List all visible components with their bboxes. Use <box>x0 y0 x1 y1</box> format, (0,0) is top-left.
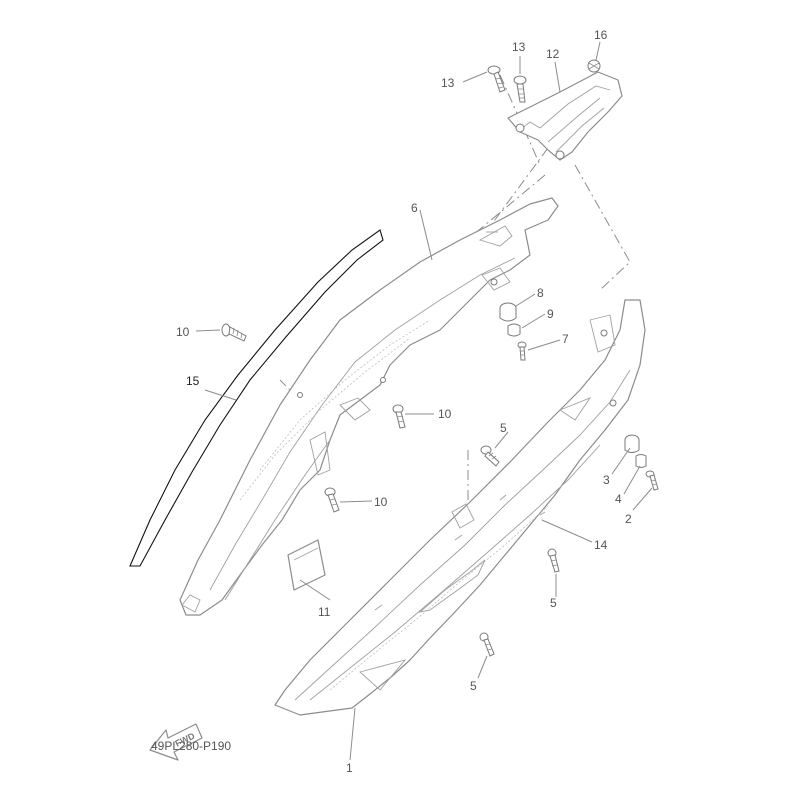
label-part-4: 4 <box>615 492 622 506</box>
collar-9[interactable] <box>507 323 521 337</box>
side-cover-part[interactable] <box>274 299 646 716</box>
inner-cover-part[interactable] <box>179 197 559 616</box>
forward-arrow-icon: FWD <box>149 723 203 761</box>
screw-10-upper-left[interactable] <box>221 323 247 342</box>
drawing-code: 49PL280-P190 <box>151 739 232 753</box>
screw-10-lower[interactable] <box>324 487 340 513</box>
label-part-15: 15 <box>186 374 200 388</box>
clip-nut-part[interactable] <box>587 59 601 73</box>
label-part-12: 12 <box>546 47 560 61</box>
screw-13-right[interactable] <box>513 75 527 103</box>
label-part-10-middle: 10 <box>438 407 452 421</box>
label-part-1: 1 <box>346 761 353 775</box>
screw-2[interactable] <box>645 470 659 491</box>
rear-bracket-part[interactable] <box>507 71 623 161</box>
collar-4[interactable] <box>635 454 647 468</box>
screw-5-upper[interactable] <box>480 445 500 467</box>
decal-stripe-part[interactable] <box>129 229 384 567</box>
label-part-5-lower: 5 <box>470 679 477 693</box>
label-part-3: 3 <box>603 473 610 487</box>
grommet-8[interactable] <box>499 302 517 322</box>
grommet-3[interactable] <box>624 434 640 453</box>
screw-5-lower[interactable] <box>479 632 495 657</box>
label-part-10-left: 10 <box>176 325 190 339</box>
label-part-5-upper: 5 <box>500 421 507 435</box>
screw-7[interactable] <box>517 341 527 361</box>
label-part-2: 2 <box>625 512 632 526</box>
leader-lines <box>195 41 653 761</box>
label-part-9: 9 <box>547 307 554 321</box>
label-part-13-top: 13 <box>512 40 526 54</box>
screw-10-middle[interactable] <box>392 404 406 429</box>
damper-pad-part[interactable] <box>287 539 326 591</box>
label-part-16: 16 <box>594 28 608 42</box>
label-part-6: 6 <box>411 201 418 215</box>
label-part-14: 14 <box>594 538 608 552</box>
label-part-5-right: 5 <box>550 596 557 610</box>
label-part-10-lower: 10 <box>374 495 388 509</box>
label-part-8: 8 <box>537 286 544 300</box>
part-labels: 16 13 13 12 6 8 9 7 10 15 10 10 11 5 3 4… <box>176 28 632 775</box>
label-part-13-left: 13 <box>441 76 455 90</box>
screw-5-right[interactable] <box>547 548 560 573</box>
label-part-7: 7 <box>562 332 569 346</box>
label-part-11: 11 <box>318 605 331 619</box>
screw-13-left[interactable] <box>487 65 506 93</box>
